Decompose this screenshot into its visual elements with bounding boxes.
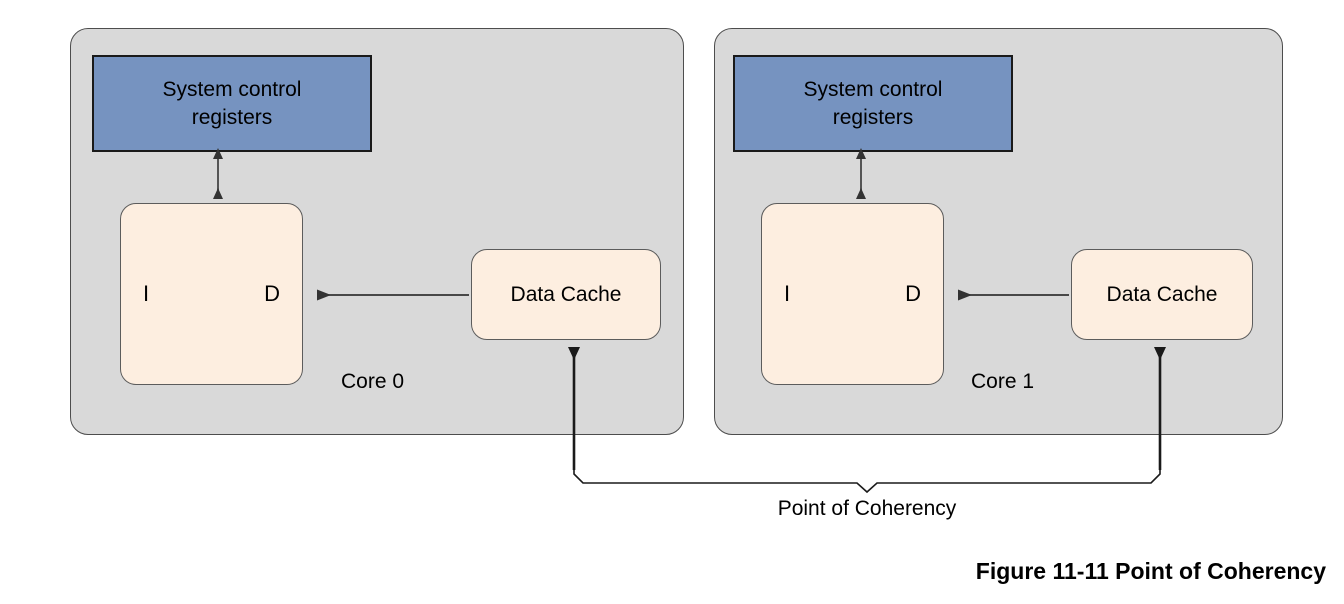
scr-line1-core-1: System control — [803, 77, 943, 101]
data-cache-label-core-0: Data Cache — [510, 282, 622, 306]
figure-caption: Figure 11-11 Point of Coherency — [975, 558, 1326, 584]
scr-line2-core-0: registers — [191, 105, 273, 129]
core-label-core-0: Core 0 — [341, 370, 405, 393]
scr-line1-core-0: System control — [162, 77, 302, 101]
scr-line2-core-1: registers — [832, 105, 914, 129]
system-control-registers-core-0: System control registers — [92, 55, 372, 152]
data-label-core-1: D — [905, 281, 921, 306]
point-of-coherency-label: Point of Coherency — [777, 497, 957, 520]
system-control-registers-core-1: System control registers — [733, 55, 1013, 152]
id-box-core-0: I D — [120, 203, 303, 385]
coherency-brace — [573, 464, 1161, 494]
scr-text-core-1: System control registers — [804, 76, 943, 131]
data-cache-core-1: Data Cache — [1071, 249, 1253, 340]
instruction-label-core-1: I — [784, 281, 791, 306]
id-box-core-1: I D — [761, 203, 944, 385]
data-cache-label-core-1: Data Cache — [1106, 282, 1218, 306]
data-cache-core-0: Data Cache — [471, 249, 661, 340]
instruction-label-core-0: I — [143, 281, 150, 306]
data-label-core-0: D — [264, 281, 280, 306]
scr-text-core-0: System control registers — [163, 76, 302, 131]
core-label-core-1: Core 1 — [971, 370, 1035, 393]
